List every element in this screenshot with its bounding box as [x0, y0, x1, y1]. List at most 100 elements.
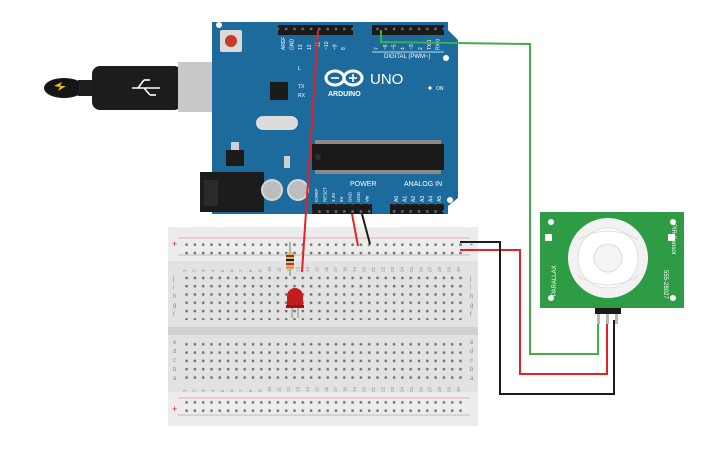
column-number: 3 — [201, 389, 206, 392]
green-wire-signal[interactable] — [380, 30, 599, 355]
power-pin-label: IOREF — [314, 188, 319, 202]
bottom-terminal-strip[interactable] — [182, 340, 466, 384]
column-number: 7 — [239, 269, 244, 272]
row-letter: d — [173, 349, 176, 355]
column-number: 2 — [191, 389, 196, 392]
column-number: 6 — [229, 269, 234, 272]
black-wire-gnd-to-bb[interactable] — [361, 213, 371, 245]
column-number: 11 — [277, 267, 282, 272]
column-number: 22 — [380, 386, 385, 392]
column-number: 17 — [333, 386, 338, 392]
analog-pin-label: A4 — [428, 196, 434, 202]
column-number: 8 — [248, 269, 253, 272]
column-number: 5 — [220, 269, 225, 272]
row-letter: g — [470, 303, 473, 309]
rail-plus-bottom: + — [172, 404, 177, 414]
row-letter: h — [173, 294, 176, 300]
bottom-power-rail[interactable] — [182, 398, 466, 415]
breadboard[interactable]: + + - 1122334455667788991010111112121313… — [168, 227, 478, 426]
top-pin-label: ~10 — [324, 41, 330, 50]
column-number: 10 — [267, 386, 272, 392]
pir-header — [595, 308, 621, 314]
column-number: 13 — [295, 266, 300, 272]
tx-label: TX — [298, 84, 305, 90]
column-number: 16 — [324, 386, 329, 392]
row-letter: i — [470, 285, 471, 291]
crystal — [256, 116, 298, 130]
analog-pin-label: A5 — [437, 196, 443, 202]
column-number: 9 — [258, 389, 263, 392]
row-letter: e — [470, 340, 474, 346]
microcontroller-chip — [312, 144, 444, 170]
top-pin-label: 7 — [374, 47, 380, 50]
column-number: 18 — [343, 386, 348, 392]
pir-sensor[interactable]: PARALLAX 555-28027 PIR Sensor — [540, 212, 684, 324]
column-number: 18 — [343, 266, 348, 272]
column-number: 17 — [333, 266, 338, 272]
column-number: 25 — [409, 266, 414, 272]
black-wire-pir-ground[interactable] — [460, 241, 615, 395]
column-number: 11 — [277, 387, 282, 392]
row-letter: c — [470, 358, 473, 364]
voltage-regulator — [226, 150, 244, 166]
column-number: 19 — [352, 266, 357, 272]
row-letter: b — [173, 367, 177, 373]
power-pin-label: RESET — [322, 187, 327, 202]
red-wire-pin13-to-led[interactable] — [301, 29, 319, 273]
column-number: 20 — [362, 266, 367, 272]
rail-plus-top: + — [172, 239, 177, 249]
column-number: 1 — [182, 269, 187, 272]
column-number: 24 — [399, 386, 404, 392]
lightning-icon — [54, 82, 66, 91]
row-letter: f — [470, 312, 472, 318]
top-pin-label: ~11 — [315, 42, 321, 50]
analog-label: ANALOG IN — [404, 181, 442, 188]
top-pin-label: 12 — [307, 44, 313, 50]
l-led-label: L — [298, 66, 301, 72]
column-number: 15 — [314, 386, 319, 392]
top-power-rail[interactable] — [182, 238, 466, 255]
column-number: 14 — [305, 266, 310, 272]
top-pin-label: ~9 — [333, 44, 339, 50]
brand-label: ARDUINO — [328, 91, 361, 98]
column-number: 26 — [418, 386, 423, 392]
column-number: 3 — [201, 269, 206, 272]
column-number: 29 — [447, 386, 452, 392]
column-number: 21 — [371, 386, 376, 392]
usb-cable[interactable] — [44, 62, 232, 112]
column-number: 14 — [305, 386, 310, 392]
rail-minus-top: - — [470, 239, 473, 249]
power-pin-label: 3.3V — [331, 193, 336, 202]
resistor[interactable] — [286, 242, 294, 276]
column-number: 27 — [428, 266, 433, 272]
top-pin-label: 4 — [400, 47, 406, 50]
model-label: UNO — [370, 71, 403, 88]
column-number: 24 — [399, 266, 404, 272]
analog-pin-label: A1 — [403, 196, 409, 202]
column-number: 4 — [210, 269, 215, 272]
column-number: 30 — [456, 266, 461, 272]
column-number: 13 — [295, 386, 300, 392]
column-number: 27 — [428, 386, 433, 392]
row-letter: a — [470, 376, 474, 382]
column-number: 16 — [324, 266, 329, 272]
power-label: POWER — [350, 181, 376, 188]
column-number: 26 — [418, 266, 423, 272]
column-number: 23 — [390, 266, 395, 272]
top-pin-label: ~3 — [409, 44, 415, 50]
red-led[interactable] — [286, 288, 304, 318]
top-pin-label: 13 — [298, 44, 304, 50]
on-label: ON — [436, 86, 444, 92]
column-number: 30 — [456, 386, 461, 392]
row-letter: j — [469, 276, 471, 282]
top-terminal-strip[interactable] — [182, 276, 466, 320]
red-wire-5v-to-bb[interactable] — [351, 213, 359, 247]
column-number: 12 — [286, 386, 291, 392]
analog-pin-label: A0 — [394, 196, 400, 202]
row-letter: e — [173, 340, 177, 346]
